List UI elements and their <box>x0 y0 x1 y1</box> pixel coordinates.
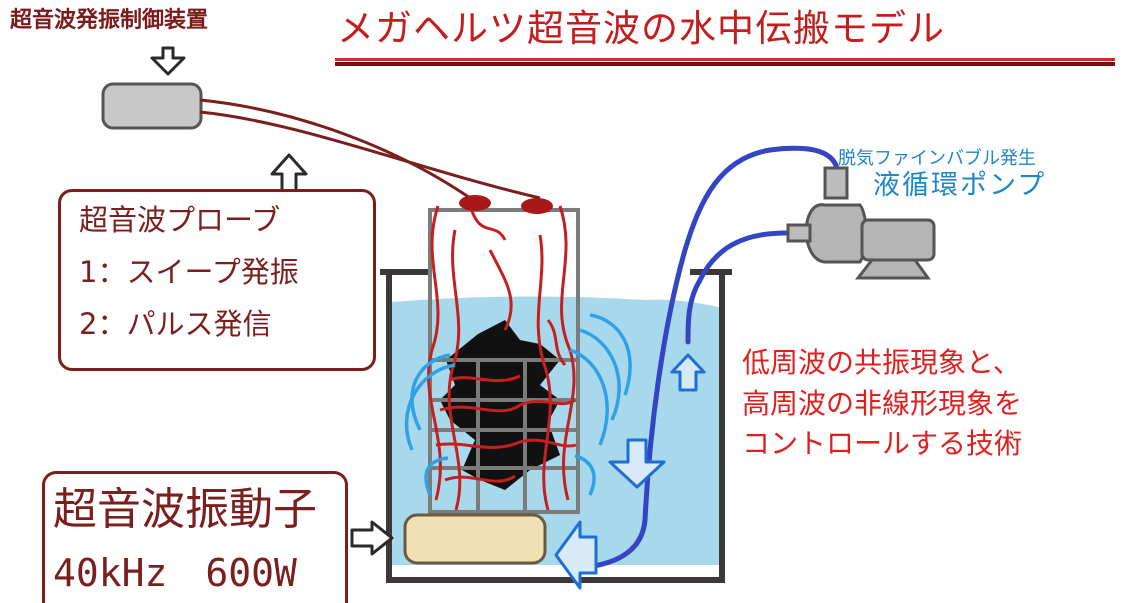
transducer-callout: 超音波振動子 40kHz 600W <box>42 471 348 603</box>
up-arrow-icon <box>270 153 308 193</box>
pump-subtitle: 脱気ファインバブル発生 <box>838 148 1036 169</box>
water-right <box>645 299 722 565</box>
flow-up-arrow-icon <box>670 353 706 392</box>
probe-heads <box>459 195 553 214</box>
probe-title: 超音波プローブ <box>79 203 281 237</box>
probe-mode-2: 2：パルス発信 <box>79 307 272 341</box>
pump <box>786 166 936 280</box>
caption-line-1: 低周波の共振現象と、 <box>742 346 1021 379</box>
tank <box>380 269 732 583</box>
diagram-title: メガヘルツ超音波の水中伝搬モデル <box>337 7 945 50</box>
transducer <box>403 513 547 565</box>
transducer-title: 超音波振動子 <box>53 484 317 535</box>
flow-left-arrow-icon <box>554 520 598 590</box>
right-arrow-icon <box>350 520 394 556</box>
probe-mode-1: 1：スイープ発振 <box>79 255 299 289</box>
transducer-spec: 40kHz 600W <box>53 551 297 595</box>
flow-swirls <box>404 313 632 496</box>
caption-line-2: 高周波の非線形現象を <box>742 386 1023 420</box>
probe-cable <box>199 98 541 200</box>
controller-label: 超音波発振制御装置 <box>10 8 209 33</box>
workpiece <box>440 320 560 490</box>
caption: 低周波の共振現象と、 高周波の非線形現象を コントロールする技術 <box>742 343 1022 465</box>
caption-line-3: コントロールする技術 <box>742 427 1023 461</box>
circulation-pipes <box>577 145 841 571</box>
down-arrow-icon <box>150 46 186 76</box>
title-underline <box>335 58 1115 66</box>
controller-unit <box>101 82 203 130</box>
pump-label: 液循環ポンプ <box>873 170 1047 201</box>
flow-down-arrow-icon <box>608 438 666 489</box>
probe-callout: 超音波プローブ 1：スイープ発振 2：パルス発信 <box>58 189 376 371</box>
